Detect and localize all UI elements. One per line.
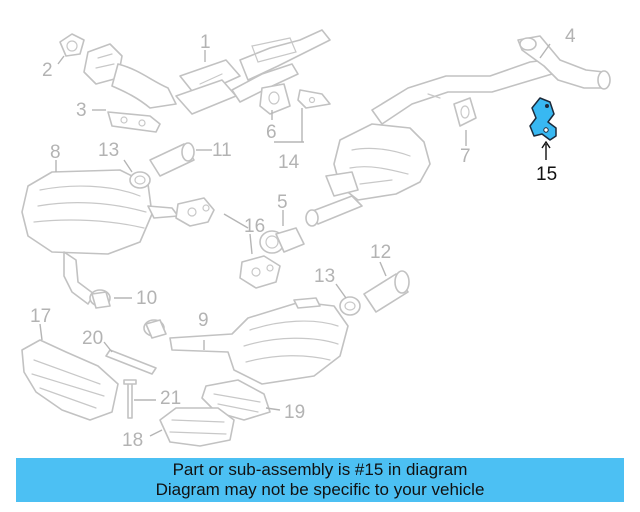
part-5-clamp <box>259 227 305 254</box>
label-15-highlighted: 15 <box>536 164 557 185</box>
part-15-highlighted-bracket <box>529 97 557 141</box>
leader-lines <box>39 43 551 437</box>
part-21-bolt <box>123 379 137 419</box>
label-16: 16 <box>244 216 265 237</box>
part-16-bracket-upper <box>175 197 215 227</box>
label-6: 6 <box>266 122 277 143</box>
label-14: 14 <box>278 152 300 173</box>
part-16-bracket-lower <box>239 255 281 289</box>
label-8: 8 <box>50 142 61 163</box>
label-1: 1 <box>200 32 211 53</box>
part-20-strip <box>105 349 157 375</box>
label-17: 17 <box>30 306 51 327</box>
info-banner: Part or sub-assembly is #15 in diagram D… <box>16 458 624 502</box>
label-13-upper: 13 <box>98 140 119 161</box>
part-8-rear-muffler <box>21 169 179 305</box>
label-9: 9 <box>198 310 209 331</box>
part-11-pipe <box>149 142 195 177</box>
label-11: 11 <box>212 140 232 161</box>
label-10: 10 <box>136 288 157 309</box>
part-3-bracket <box>107 111 161 133</box>
label-20: 20 <box>82 328 103 349</box>
part-13-clamp-upper <box>129 171 151 189</box>
part-18-heat-shield <box>159 407 235 447</box>
label-7: 7 <box>460 146 471 167</box>
part-13-clamp-lower <box>339 296 361 316</box>
label-19: 19 <box>284 402 305 423</box>
part-1-front-pipe <box>83 29 331 115</box>
label-4: 4 <box>565 26 576 47</box>
part-6-mount <box>259 83 291 115</box>
label-18: 18 <box>122 430 143 451</box>
part-4-tailpipe <box>371 35 611 125</box>
part-9-rear-muffler <box>169 297 349 385</box>
label-3: 3 <box>76 100 87 121</box>
label-2: 2 <box>42 60 53 81</box>
banner-line-1: Part or sub-assembly is #15 in diagram <box>172 460 468 479</box>
label-13-lower: 13 <box>314 266 335 287</box>
part-7-hanger <box>453 97 477 127</box>
part-number-labels: 1 2 3 4 5 6 7 8 9 10 11 12 13 13 14 16 1… <box>30 26 576 451</box>
label-12: 12 <box>370 242 391 263</box>
part-12-tailpipe-tip <box>363 270 410 313</box>
banner-line-2: Diagram may not be specific to your vehi… <box>155 480 485 499</box>
part-10-clamp <box>89 289 167 339</box>
part-15-leader <box>541 140 551 160</box>
label-5: 5 <box>277 192 288 213</box>
center-muffler <box>305 123 431 227</box>
part-2-gasket <box>59 33 85 57</box>
label-21: 21 <box>160 388 181 409</box>
part-14-bracket <box>297 89 331 109</box>
part-17-heat-shield <box>21 339 119 421</box>
